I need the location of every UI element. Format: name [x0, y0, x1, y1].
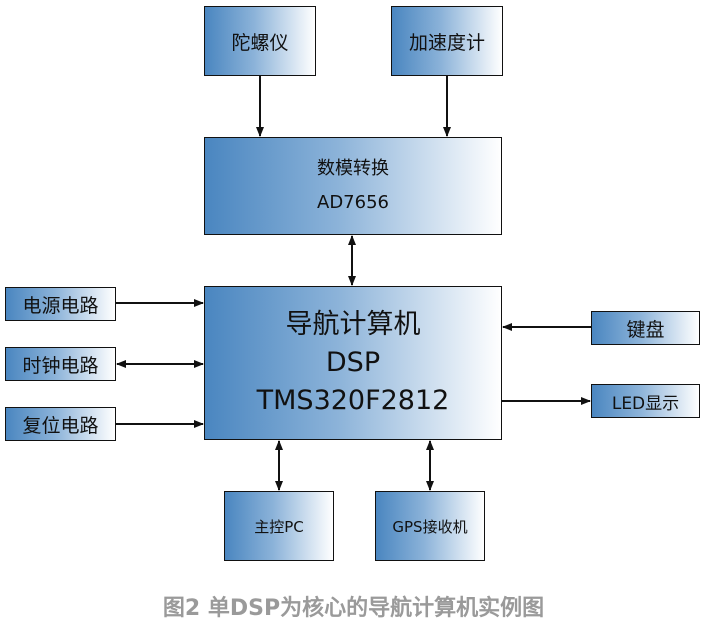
- dsp-model: TMS320F2812: [256, 385, 450, 416]
- figure-caption: 图2 单DSP为核心的导航计算机实例图: [162, 596, 545, 621]
- pc-label: 主控PC: [254, 517, 304, 536]
- pc-block: 主控PC: [224, 491, 334, 561]
- adc-block: 数模转换 AD7656: [204, 137, 502, 235]
- clock-block: 时钟电路: [5, 347, 116, 381]
- accel-block: 加速度计: [391, 6, 503, 76]
- gps-label: GPS接收机: [392, 517, 468, 536]
- led-block: LED显示: [591, 384, 700, 418]
- reset-label: 复位电路: [22, 414, 99, 437]
- adc-model: AD7656: [317, 192, 389, 213]
- gps-block: GPS接收机: [375, 491, 485, 561]
- keyboard-block: 键盘: [591, 311, 700, 345]
- power-label: 电源电路: [22, 294, 99, 317]
- dsp-type: DSP: [325, 347, 381, 378]
- reset-block: 复位电路: [5, 407, 116, 441]
- dsp-block: 导航计算机 DSP TMS320F2812: [204, 286, 502, 440]
- keyboard-label: 键盘: [626, 318, 665, 341]
- accel-label: 加速度计: [408, 31, 485, 54]
- gyro-label: 陀螺仪: [231, 31, 289, 54]
- clock-label: 时钟电路: [22, 354, 99, 377]
- gyro-block: 陀螺仪: [204, 6, 316, 76]
- dsp-title: 导航计算机: [285, 309, 421, 340]
- led-label: LED显示: [611, 393, 680, 414]
- adc-title: 数模转换: [317, 158, 389, 179]
- power-block: 电源电路: [5, 287, 116, 321]
